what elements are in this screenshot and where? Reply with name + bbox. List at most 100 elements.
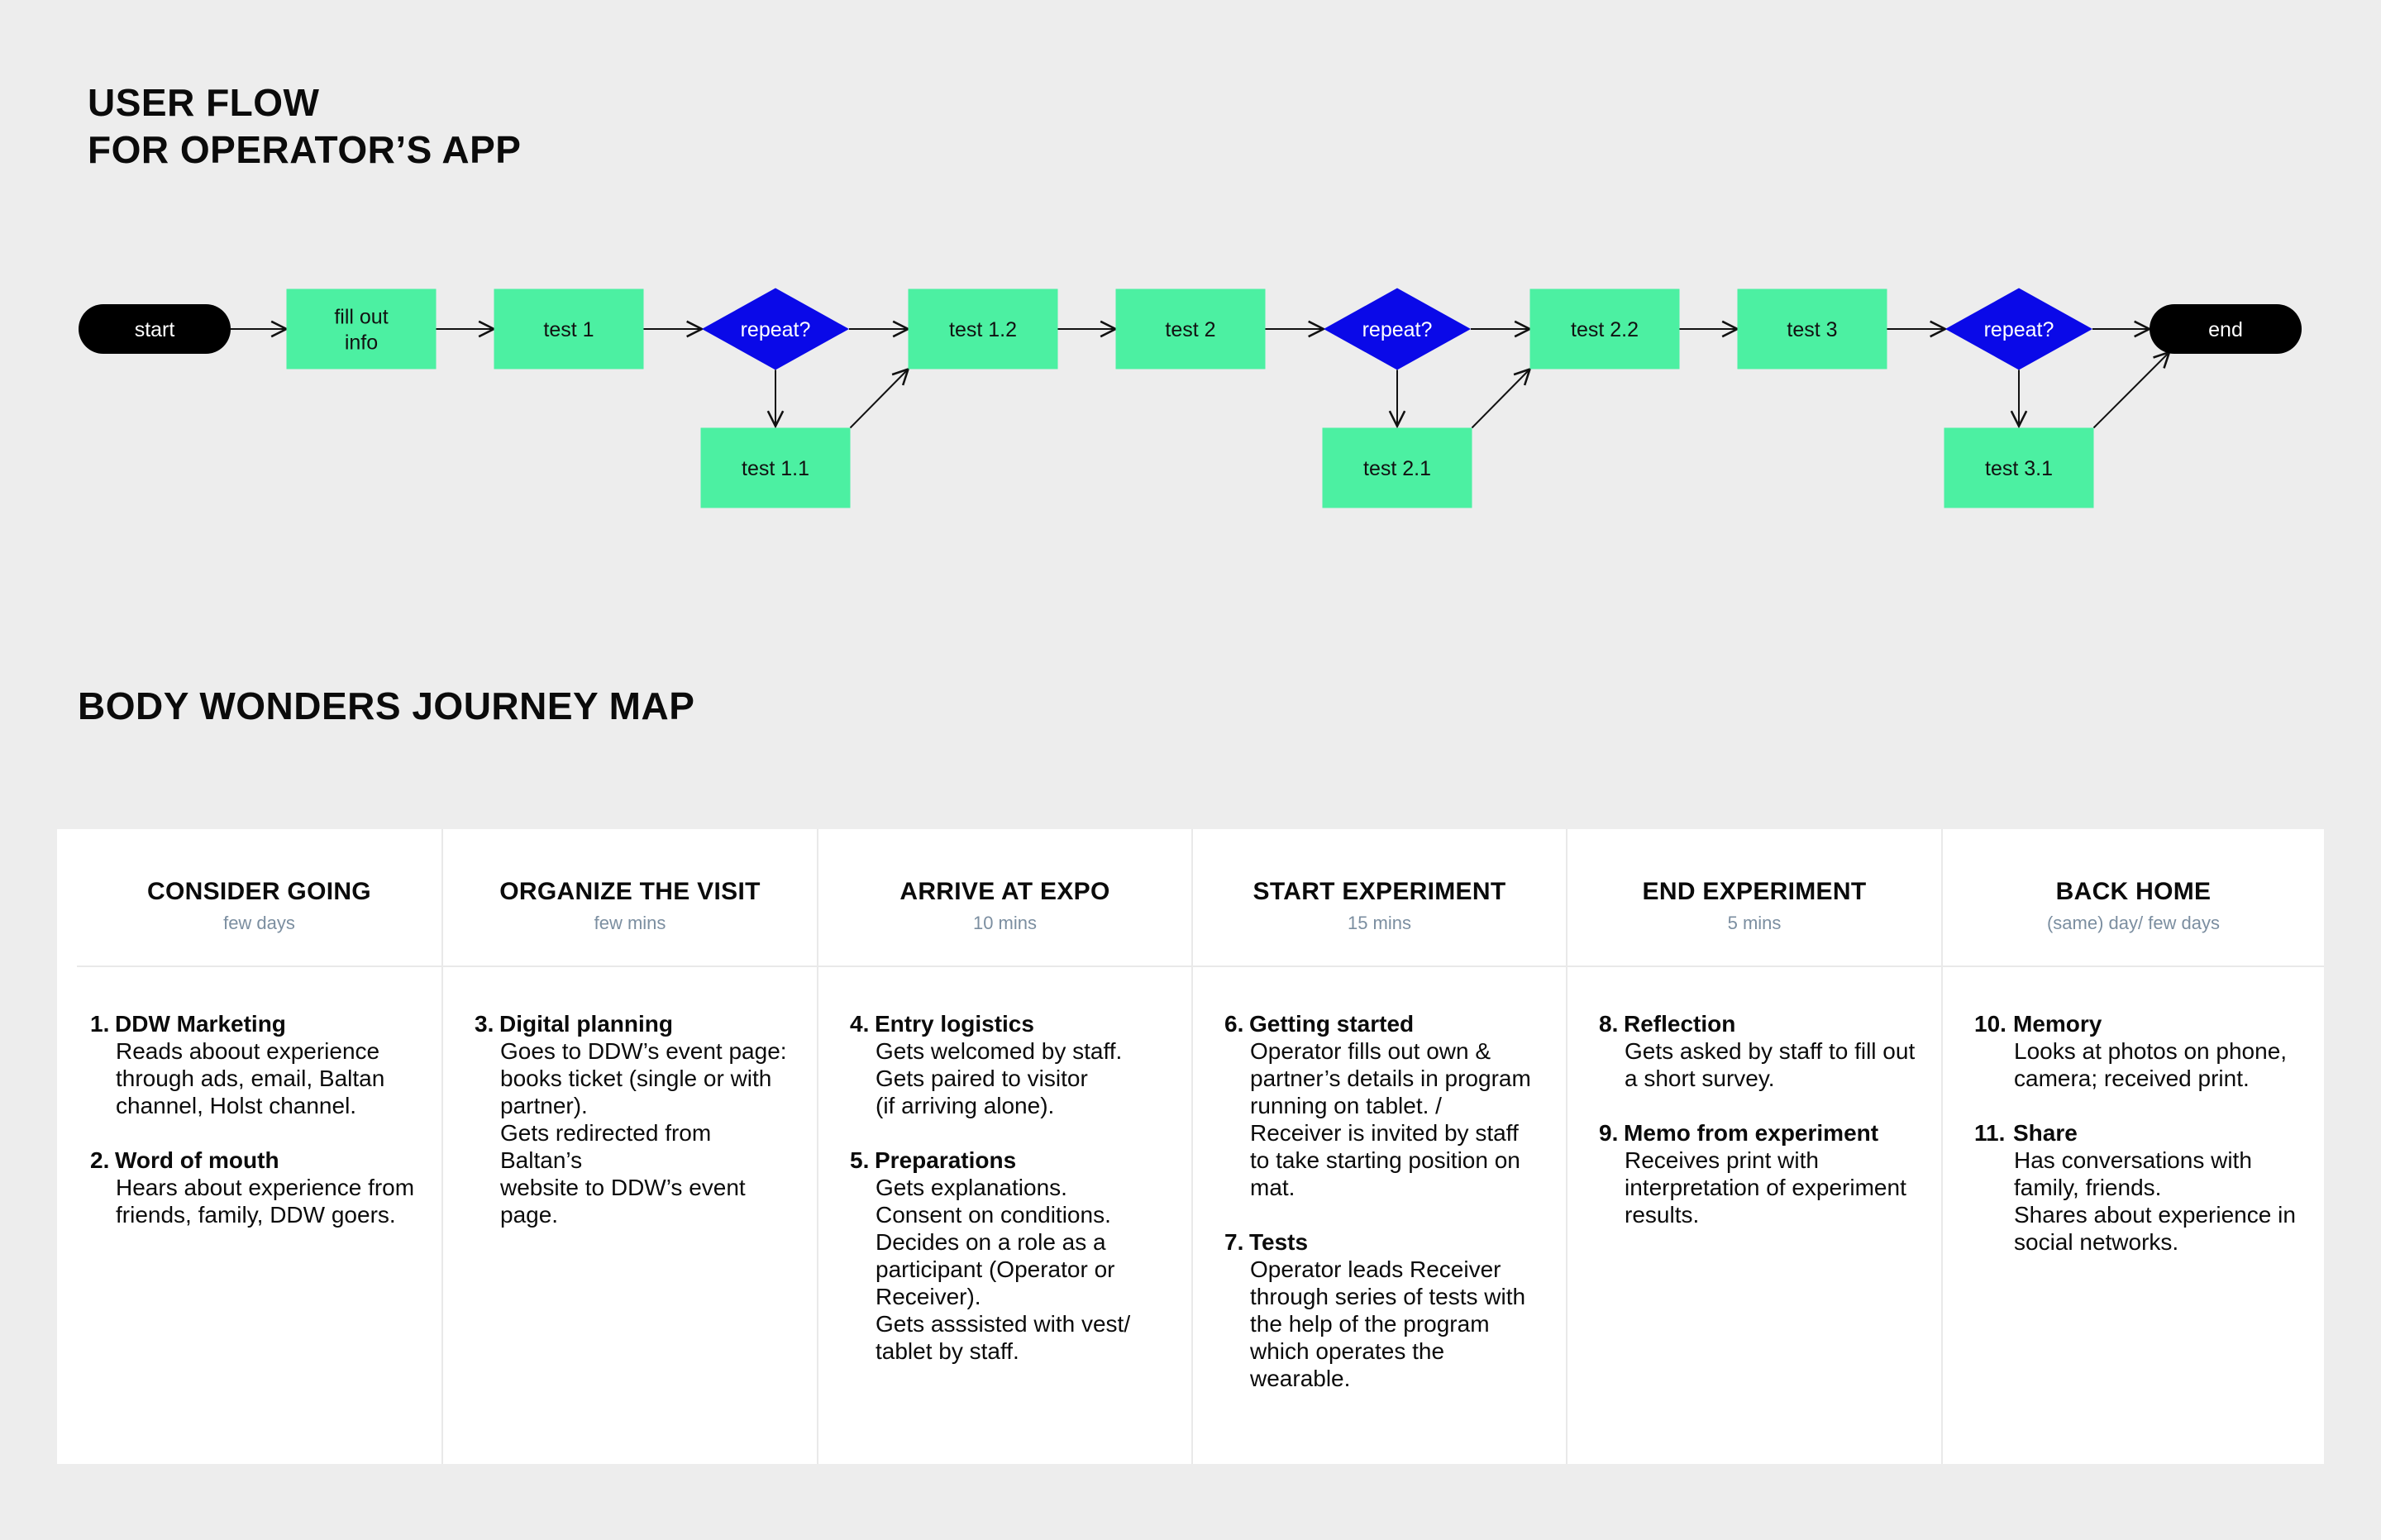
user-flow-title: USER FLOW FOR OPERATOR’S APP (88, 79, 521, 174)
stage-title: CONSIDER GOING (147, 878, 371, 905)
step-description-line: Reads aboout experience (116, 1038, 380, 1064)
step-number: 9. (1599, 1120, 1619, 1146)
flow-node-label: test 3.1 (1985, 457, 2053, 480)
step-description: Gets welcomed by staff.Gets paired to vi… (850, 1037, 1171, 1119)
step-name: Entry logistics (875, 1011, 1034, 1037)
step-name: Digital planning (499, 1011, 673, 1037)
process-box-shape (1944, 427, 2094, 508)
flow-node-test2-1: test 2.1 (1322, 427, 1472, 508)
decision-diamond-shape (702, 288, 849, 370)
process-box-shape (1115, 288, 1266, 370)
decision-diamond-shape (1945, 288, 2092, 370)
terminal-shape (79, 304, 231, 354)
step-description-line: through series of tests with (1250, 1284, 1526, 1309)
step-description-line: which operates the (1250, 1338, 1445, 1364)
step-description-line: Gets asked by staff to fill out (1625, 1038, 1916, 1064)
flow-node-label: test 2.1 (1363, 457, 1431, 480)
stage-duration: few mins (594, 913, 666, 933)
process-box-shape (1529, 288, 1680, 370)
step-description-line: Looks at photos on phone, (2014, 1038, 2288, 1064)
flow-node-label: fill out (334, 306, 388, 329)
step-title: 9.Memo from experiment (1599, 1119, 1921, 1147)
process-box-shape (286, 288, 437, 370)
step-number: 4. (850, 1011, 870, 1037)
step-description-line: Goes to DDW’s event page: (500, 1038, 787, 1064)
step-description-line: through ads, email, Baltan (116, 1066, 385, 1091)
step-number: 11. (1974, 1120, 2006, 1146)
step-description: Looks at photos on phone,camera; receive… (1974, 1037, 2304, 1092)
stage-title: BACK HOME (2055, 878, 2212, 905)
step-description-line: mat. (1250, 1175, 1295, 1200)
step-description-line: Receiver). (876, 1284, 981, 1309)
step-name: DDW Marketing (115, 1011, 286, 1037)
stage-header: BACK HOME(same) day/ few days (1943, 829, 2324, 967)
flow-arrow-test2-1-to-test2-2 (1471, 370, 1530, 429)
step-description-line: (if arriving alone). (876, 1093, 1055, 1118)
step-title: 5.Preparations (850, 1147, 1171, 1174)
flow-node-label: repeat? (1362, 318, 1433, 341)
step-number: 8. (1599, 1011, 1619, 1037)
flow-node-test1-1: test 1.1 (700, 427, 851, 508)
step-description-line: running on tablet. / (1250, 1093, 1442, 1118)
flow-node-repeat3: repeat? (1945, 288, 2092, 370)
flow-node-label: test 1 (543, 318, 594, 341)
step-number: 2. (90, 1147, 110, 1173)
step-description: Gets explanations.Consent on conditions.… (850, 1174, 1171, 1365)
stage-duration: 5 mins (1727, 913, 1782, 933)
step-number: 1. (90, 1011, 110, 1037)
step-description-line: Has conversations with (2014, 1147, 2252, 1173)
flow-node-test2: test 2 (1115, 288, 1266, 370)
step-title: 8.Reflection (1599, 1010, 1921, 1037)
step-description: Goes to DDW’s event page:books ticket (s… (475, 1037, 797, 1228)
step-description-line: page. (500, 1202, 559, 1228)
flow-arrow-test3-1-to-end (2092, 352, 2170, 429)
step-title: 4.Entry logistics (850, 1010, 1171, 1037)
flow-node-test2-2: test 2.2 (1529, 288, 1680, 370)
flow-node-label: test 2.2 (1571, 318, 1639, 341)
process-box-shape (494, 288, 644, 370)
flow-node-test1-2: test 1.2 (908, 288, 1058, 370)
stage-title: ORGANIZE THE VISIT (499, 878, 761, 905)
step-description-line: wearable. (1250, 1366, 1351, 1391)
step-name: Tests (1249, 1229, 1309, 1255)
step-description-line: camera; received print. (2014, 1066, 2250, 1091)
step-title: 6.Getting started (1224, 1010, 1546, 1037)
step-description-line: Gets redirected from (500, 1120, 712, 1146)
step-name: Memory (2013, 1011, 2102, 1037)
step-description-line: Baltan’s (500, 1147, 583, 1173)
flow-edges (231, 329, 2170, 429)
step-description-line: Gets asssisted with vest/ (876, 1311, 1131, 1337)
stage-duration: 10 mins (972, 913, 1038, 933)
step-number: 6. (1224, 1011, 1244, 1037)
step-description-line: to take starting position on (1250, 1147, 1520, 1173)
step-title: 10.Memory (1974, 1010, 2304, 1037)
step-description-line: Operator leads Receiver (1250, 1256, 1501, 1282)
step-number: 7. (1224, 1229, 1244, 1255)
step-description-line: Gets paired to visitor (876, 1066, 1088, 1091)
flow-node-label: test 3 (1787, 318, 1837, 341)
flow-node-repeat2: repeat? (1324, 288, 1471, 370)
stage-title: ARRIVE AT EXPO (899, 878, 1110, 905)
